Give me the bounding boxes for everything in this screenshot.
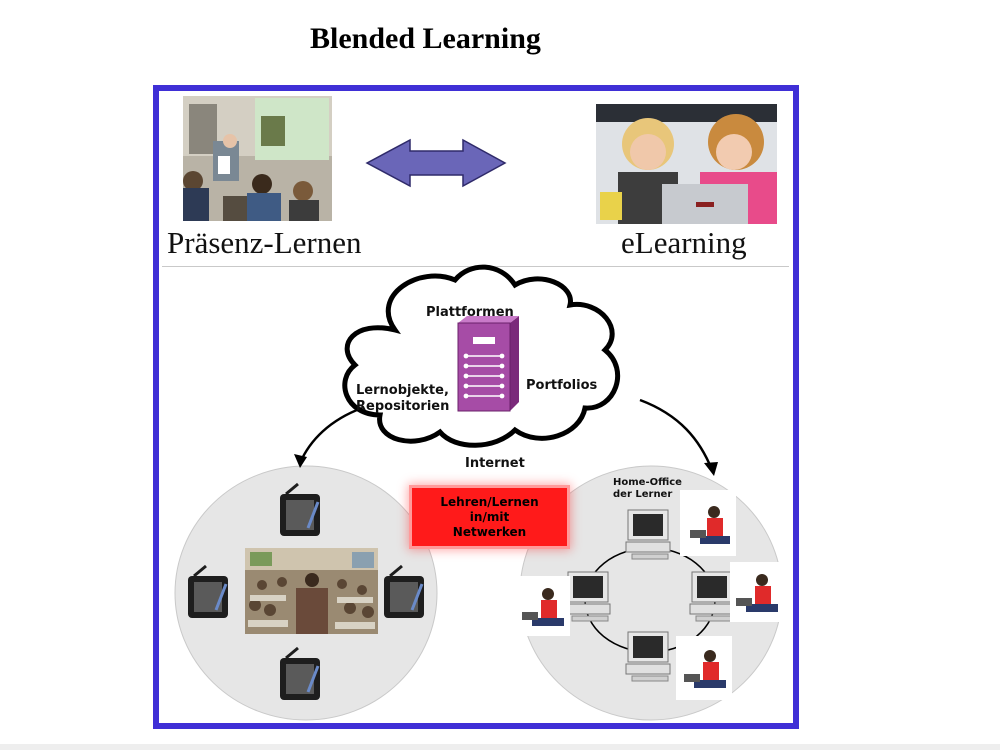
computer-icon [625, 631, 671, 682]
computer-icon [565, 571, 611, 622]
laptop-user-icon [680, 490, 736, 556]
cloud-to-classroom-arrow [298, 406, 363, 464]
classroom-lecture-photo [245, 548, 378, 634]
classroom-photo [183, 96, 332, 221]
learning-objects-label: Lernobjekte, [356, 383, 449, 398]
elearning-label: eLearning [621, 225, 747, 260]
portfolios-label: Portfolios [526, 378, 598, 393]
teaching-learning-networks-text: Lehren/Lernen in/mit Netwerken [440, 494, 539, 539]
computer-icon [625, 509, 671, 560]
home-office-label-2: der Lerner [613, 489, 672, 500]
double-arrow-icon [365, 138, 507, 188]
laptop-user-icon [676, 636, 732, 700]
computer-icon [689, 571, 735, 622]
bottom-bar [0, 744, 1000, 750]
server-icon [457, 316, 519, 412]
platforms-label: Plattformen [426, 305, 514, 320]
mobile-device-icon [280, 482, 320, 536]
mobile-device-icon [384, 564, 424, 618]
cloud-to-home-arrow [639, 398, 714, 471]
mobile-device-icon [188, 564, 228, 618]
repositories-label: Repositorien [356, 399, 449, 414]
laptop-user-icon [514, 576, 570, 636]
students-laptop-photo [596, 104, 777, 224]
presence-learning-label: Präsenz-Lernen [167, 225, 362, 260]
mobile-device-icon [280, 646, 320, 700]
internet-label: Internet [465, 456, 525, 471]
page-title: Blended Learning [310, 22, 541, 55]
teaching-learning-networks-box: Lehren/Lernen in/mit Netwerken [412, 488, 567, 546]
laptop-user-icon [730, 562, 784, 622]
home-office-label-1: Home-Office [613, 477, 682, 488]
